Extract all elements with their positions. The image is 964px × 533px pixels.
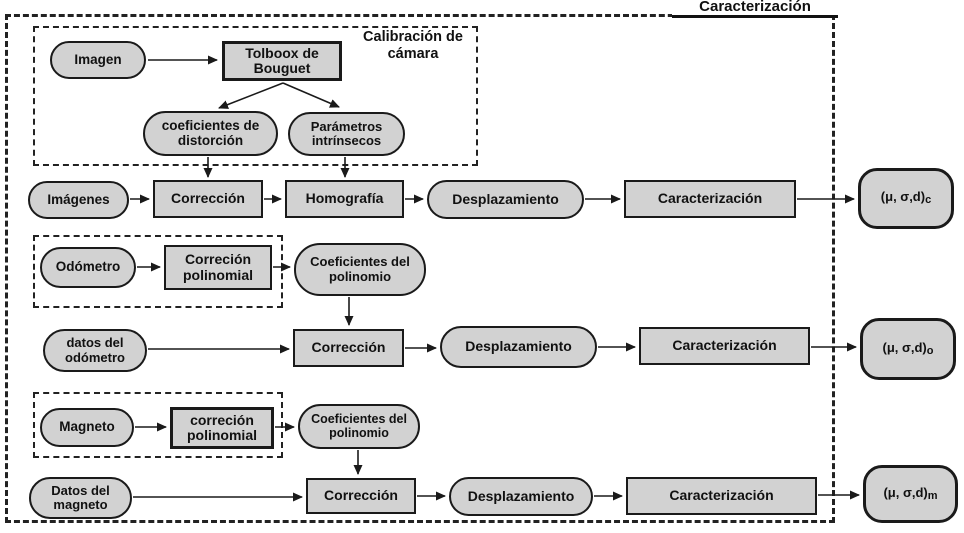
odometer-calibration-box	[33, 235, 283, 308]
magneto-calibration-box	[33, 392, 283, 458]
node-magneto-correction: Corrección	[306, 478, 416, 514]
node-odometer-displacement: Desplazamiento	[440, 326, 597, 368]
node-camera-displacement: Desplazamiento	[427, 180, 584, 219]
camera-calibration-label: Calibración de cámara	[363, 29, 463, 62]
odometer-output-subscript: o	[926, 344, 934, 357]
node-odometer-output: (μ, σ,d)o	[860, 318, 956, 380]
node-odometer-poly-correction: Correción polinomial	[164, 245, 272, 290]
node-camera-characterization: Caracterización	[624, 180, 796, 218]
node-magneto-poly-coefficients: Coeficientes del polinomio	[298, 404, 420, 449]
camera-output-main: (μ, σ,d)	[880, 189, 926, 205]
node-distortion-coefficients: coeficientes de distorción	[143, 111, 278, 156]
node-odometer-correction: Corrección	[293, 329, 404, 367]
node-magneto-data: Datos del magneto	[29, 477, 132, 519]
node-camera-correction: Corrección	[153, 180, 263, 218]
node-imagen: Imagen	[50, 41, 146, 79]
node-magneto: Magneto	[40, 408, 134, 447]
camera-output-subscript: c	[925, 194, 932, 207]
node-magneto-poly-correction: correción polinomial	[170, 407, 274, 449]
node-intrinsic-parameters: Parámetros intrínsecos	[288, 112, 405, 156]
node-odometro: Odómetro	[40, 247, 136, 288]
magneto-output-main: (μ, σ,d)	[883, 484, 928, 500]
diagram-title: Caracterización	[672, 0, 838, 18]
node-toolbox-bouguet: Tolboox de Bouguet	[222, 41, 342, 81]
node-imagenes: Imágenes	[28, 181, 129, 219]
node-odometer-data: datos del odómetro	[43, 329, 147, 372]
node-camera-output: (μ, σ,d)c	[858, 168, 954, 229]
node-magneto-characterization: Caracterización	[626, 477, 817, 515]
node-magneto-displacement: Desplazamiento	[449, 477, 593, 516]
outer-characterization-box	[5, 14, 835, 523]
odometer-output-main: (μ, σ,d)	[882, 339, 927, 355]
node-homography: Homografía	[285, 180, 404, 218]
node-odometer-poly-coefficients: Coeficientes del polinomio	[294, 243, 426, 296]
camera-calibration-box	[33, 26, 478, 166]
node-odometer-characterization: Caracterización	[639, 327, 810, 365]
node-magneto-output: (μ, σ,d)m	[863, 465, 958, 523]
magneto-output-subscript: m	[927, 489, 938, 502]
